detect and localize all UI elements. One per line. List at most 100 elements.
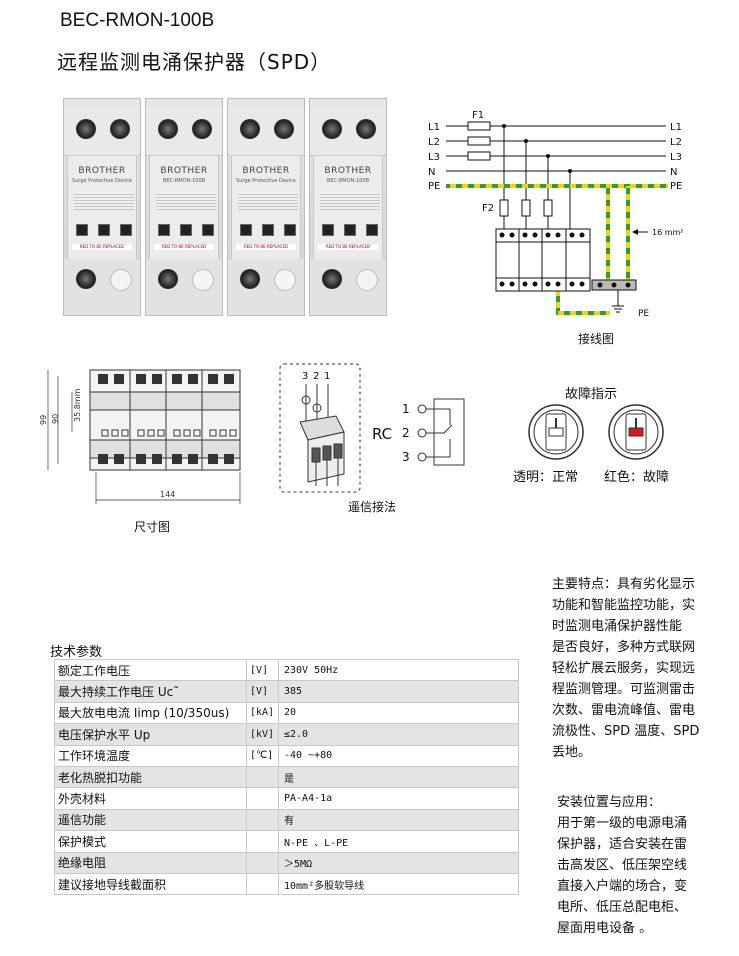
replace-warning: RED TO BE REPLACED [318, 244, 378, 250]
spec-row: 绝缘电阻 ＞5MΩ [54, 851, 519, 874]
spec-name: 电压保护水平 Up [54, 723, 247, 746]
remote-caption: 遥信接法 [348, 500, 397, 514]
dimension-caption: 尺寸图 [134, 520, 171, 534]
line-label-n: N [428, 167, 435, 178]
fuse-f1-label: F1 [472, 110, 484, 121]
spec-unit [246, 830, 279, 853]
spec-value: ≤2.0 [278, 723, 519, 746]
ground-label: PE [638, 309, 649, 319]
indicator-fault-icon [608, 404, 664, 460]
remote-pin-1: 1 [324, 371, 330, 382]
spec-unit [246, 808, 279, 832]
install-paragraph: 安装位置与应用： 用于第一级的电源电涌 保护器，适合安装在雷 击高发区、低压架空… [557, 792, 717, 939]
rc-label: RC [372, 425, 392, 443]
brand-label: BROTHER [160, 166, 208, 176]
install-line: 保护器，适合安装在雷 [557, 837, 688, 852]
dimension-drawing: 99 90 35.8mm 144 [39, 369, 241, 504]
fuse-f2-label: F2 [482, 203, 494, 214]
spec-name: 额定工作电压 [54, 658, 247, 682]
replace-warning: RED TO BE REPLACED [72, 244, 132, 250]
line-label-l3: L3 [428, 152, 440, 163]
spec-row: 老化热脱扣功能 是 [54, 765, 519, 789]
brand-subtitle: Surge Protective Device [72, 178, 132, 184]
wiring-caption: 接线图 [578, 332, 615, 346]
remote-terminal-diagram: 3 2 1 [279, 363, 361, 493]
rc-pin-2: 2 [402, 426, 410, 440]
dim-width-144: 144 [160, 490, 175, 499]
spec-row: 建议接地导线截面积 10mm²多股软导线 [54, 872, 519, 896]
dim-height-99: 99 [39, 415, 48, 425]
specs-title: 技术参数 [50, 645, 103, 660]
replace-warning: RED TO BE REPLACED [154, 244, 214, 250]
brand-label: BROTHER [324, 166, 372, 176]
spec-value: N-PE 、L-PE [278, 830, 519, 853]
spec-name: 工作环境温度 [54, 744, 247, 767]
install-line: 击高发区、低压架空线 [557, 858, 688, 873]
spec-name: 外壳材料 [54, 787, 247, 810]
spd-module-2: BROTHER BEC-RMON-100B RED TO BE REPLACED [145, 98, 223, 316]
spec-unit: [kV] [246, 723, 279, 746]
spec-value: 230V 50Hz [278, 658, 519, 682]
replace-warning: RED TO BE REPLACED [236, 244, 296, 250]
remote-pin-2: 2 [313, 371, 319, 382]
dim-height-90: 90 [51, 414, 60, 424]
spec-name: 保护模式 [54, 830, 247, 853]
spec-value: 385 [278, 680, 519, 703]
install-line: 用于第一级的电源电涌 [557, 816, 688, 831]
remote-pin-3: 3 [302, 371, 308, 382]
line-label-n-right: N [670, 167, 677, 178]
features-line: 次数、雷电流峰值、雷电 [552, 703, 696, 718]
spec-unit: [V] [246, 680, 279, 703]
spd-module-1: BROTHER Surge Protective Device RED TO B… [63, 98, 141, 316]
features-line: 是否良好，多种方式联网 [552, 640, 696, 655]
fault-indicator-icons [528, 404, 664, 460]
product-title: 远程监测电涌保护器（SPD） [57, 50, 332, 74]
brand-subtitle: Surge Protective Device [236, 178, 296, 184]
features-line: 时监测电涌保护器性能 [552, 619, 683, 634]
line-label-l2: L2 [428, 137, 440, 148]
spec-unit [246, 787, 279, 810]
rc-pin-1: 1 [402, 402, 410, 416]
install-line: 直接入户端的场合，变 [557, 879, 688, 894]
features-line: 轻松扩展云服务，实现远 [552, 661, 696, 676]
features-line: 程监测管理。可监测雷击 [552, 682, 696, 697]
spec-unit: [V] [246, 658, 279, 682]
spec-name: 建议接地导线截面积 [54, 872, 247, 896]
spec-value: ＞5MΩ [278, 851, 519, 874]
spec-unit [246, 872, 279, 896]
spec-unit [246, 851, 279, 874]
spec-name: 绝缘电阻 [54, 851, 247, 874]
spec-name: 最大持续工作电压 Uc˜ [54, 680, 247, 703]
line-label-l3-right: L3 [670, 152, 682, 163]
spec-row: 电压保护水平 Up[kV]≤2.0 [54, 723, 519, 746]
rc-contact-diagram: RC 1 2 3 [372, 398, 465, 466]
install-line: 屋面用电设备 。 [557, 921, 653, 936]
spec-row: 外壳材料 PA-A4-1a [54, 787, 519, 810]
fault-indicator-title: 故障指示 [565, 387, 618, 402]
line-label-l2-right: L2 [670, 137, 682, 148]
spec-row: 工作环境温度[℃]-40 ~+80 [54, 744, 519, 767]
rc-pin-3: 3 [402, 450, 410, 464]
features-paragraph: 主要特点：具有劣化显示 功能和智能监控功能，实 时监测电涌保护器性能 是否良好，… [552, 574, 712, 763]
spec-row: 最大持续工作电压 Uc˜[V]385 [54, 680, 519, 703]
brand-label: BROTHER [242, 166, 290, 176]
spec-value: 10mm²多股软导线 [278, 872, 519, 896]
spec-value: 有 [278, 808, 519, 832]
spec-value: 是 [278, 765, 519, 789]
spec-row: 最大放电电流 Iimp (10/350us)[kA]20 [54, 701, 519, 725]
dim-height-35: 35.8mm [73, 388, 82, 422]
fault-fault-text: 红色：故障 [604, 470, 670, 485]
install-line: 电所、低压总配电柜、 [557, 900, 688, 915]
model-label: BEC-RMON-100B [162, 178, 206, 184]
features-line: 主要特点：具有劣化显示 [552, 577, 696, 592]
spec-value: PA-A4-1a [278, 787, 519, 810]
spec-row: 遥信功能有 [54, 808, 519, 832]
spec-name: 老化热脱扣功能 [54, 765, 247, 789]
line-label-pe: PE [428, 181, 440, 192]
spec-value: -40 ~+80 [278, 744, 519, 767]
spd-module-3: BROTHER Surge Protective Device RED TO B… [227, 98, 305, 316]
spd-module-4: BROTHER BEC-RMON-100B RED TO BE REPLACED [309, 98, 387, 316]
spec-name: 最大放电电流 Iimp (10/350us) [54, 701, 247, 725]
spec-unit [246, 765, 279, 789]
